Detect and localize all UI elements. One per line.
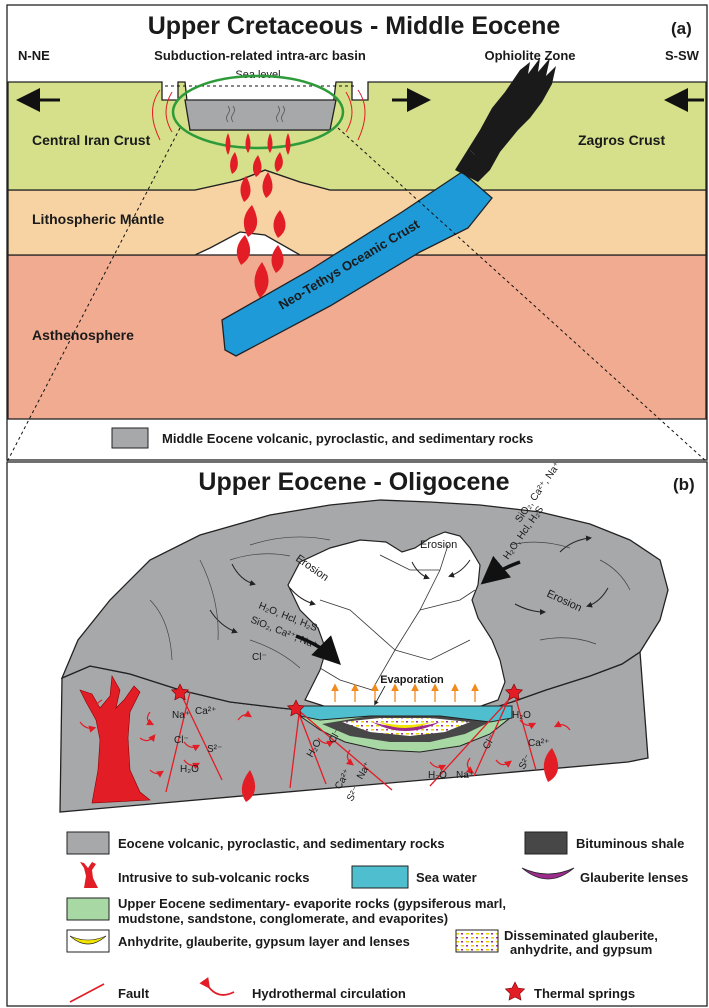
ion-ca-3: Ca²⁺ [528, 738, 549, 749]
legend-evaporite-line2: mudstone, sandstone, conglomerate, and e… [118, 911, 448, 926]
ion-s-1: S²⁻ [207, 744, 222, 755]
direction-left-label: N-NE [18, 48, 50, 63]
panel-a: Upper Cretaceous - Middle Eocene (a) N-N… [7, 5, 707, 462]
chloride-label-left: Cl⁻ [252, 652, 267, 663]
panel-a-tag: (a) [671, 19, 692, 38]
legend-swatch-evaporite [67, 898, 109, 920]
basin-fill [185, 100, 336, 130]
direction-right-label: S-SW [665, 48, 700, 63]
zagros-crust-label: Zagros Crust [578, 132, 665, 148]
legend-a-swatch [112, 428, 148, 448]
ion-h2o-1: H₂O [180, 764, 199, 775]
central-iran-crust-label: Central Iran Crust [32, 132, 151, 148]
legend-eocene: Eocene volcanic, pyroclastic, and sedime… [118, 836, 445, 851]
panel-b: Upper Eocene - Oligocene (b) [7, 460, 707, 1006]
evaporation-label: Evaporation [380, 674, 444, 686]
legend-hydrothermal: Hydrothermal circulation [252, 986, 406, 1001]
legend-disseminated-line2: anhydrite, and gypsum [510, 942, 652, 957]
ion-na-1: Na⁺ [172, 710, 190, 721]
erosion-label-top: Erosion [420, 539, 457, 551]
ophiolite-zone-label: Ophiolite Zone [485, 48, 576, 63]
legend-fault: Fault [118, 986, 150, 1001]
panel-b-title: Upper Eocene - Oligocene [198, 468, 509, 496]
ion-h2o-4: H₂O [512, 710, 531, 721]
legend-swatch-bituminous [525, 832, 567, 854]
legend-glauberite: Glauberite lenses [580, 870, 688, 885]
legend-intrusive: Intrusive to sub-volcanic rocks [118, 870, 309, 885]
basin-label: Subduction-related intra-arc basin [154, 48, 366, 63]
ion-ca-1: Ca²⁺ [195, 706, 216, 717]
ion-na-3: Na⁺ [456, 770, 474, 781]
legend-bituminous: Bituminous shale [576, 836, 684, 851]
legend-disseminated-line1: Disseminated glauberite, [504, 928, 658, 943]
ion-cl-1: Cl⁻ [174, 735, 189, 746]
legend-swatch-eocene [67, 832, 109, 854]
lithospheric-mantle-label: Lithospheric Mantle [32, 211, 164, 227]
panel-a-title: Upper Cretaceous - Middle Eocene [148, 12, 561, 40]
ion-h2o-3: H₂O [428, 770, 447, 781]
legend-swatch-seawater [352, 866, 408, 888]
legend-anhydrite: Anhydrite, glauberite, gypsum layer and … [118, 934, 410, 949]
legend-seawater: Sea water [416, 870, 477, 885]
legend-swatch-disseminated [456, 930, 498, 952]
legend-evaporite-line1: Upper Eocene sedimentary- evaporite rock… [118, 896, 506, 911]
asthenosphere-label: Asthenosphere [32, 327, 134, 343]
panel-b-tag: (b) [673, 475, 695, 494]
legend-a-text: Middle Eocene volcanic, pyroclastic, and… [162, 431, 533, 446]
legend-springs: Thermal springs [534, 986, 635, 1001]
